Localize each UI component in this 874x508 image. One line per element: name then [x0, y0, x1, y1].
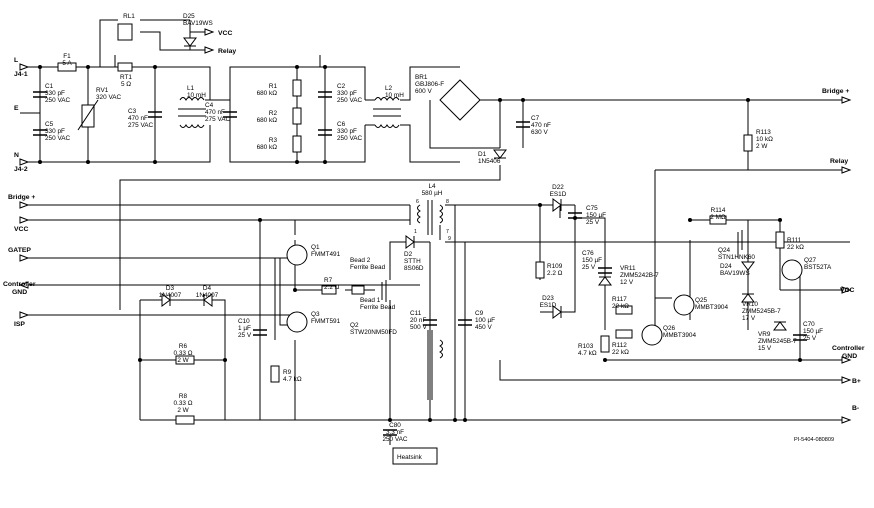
net-ctrl-gnd-right-2: GND	[842, 353, 857, 360]
heatsink-label: Heatsink	[397, 454, 423, 461]
junction-dots	[38, 65, 802, 422]
net-gatep: GATEP	[8, 247, 31, 254]
net-E: E	[14, 105, 19, 112]
net-relay-right: Relay	[830, 158, 848, 165]
net-ctrl-gnd-left-2: GND	[12, 289, 27, 296]
net-bminus: B-	[852, 405, 859, 412]
net-vcc-top: VCC	[218, 30, 232, 37]
component-symbols	[18, 23, 852, 465]
net-bridge-plus-left: Bridge +	[8, 194, 35, 201]
l4-pin-label: 7	[446, 229, 449, 235]
net-bplus: B+	[852, 378, 861, 385]
net-N: N	[14, 152, 19, 159]
net-labels: L J4-1 E N J4-2 VCC Relay Bridge + Relay…	[3, 30, 865, 461]
net-L: L	[14, 57, 18, 64]
net-J42: J4-2	[14, 166, 28, 173]
net-isp: ISP	[14, 321, 25, 328]
net-vcc-left: VCC	[14, 226, 28, 233]
footer-code: PI-5404-080809	[794, 437, 834, 443]
l4-pin-label: 9	[448, 236, 451, 242]
l4-pin-label: 8	[446, 199, 449, 205]
l4-pin-label: 1	[414, 229, 417, 235]
net-ctrl-gnd-right-1: Controller	[832, 345, 865, 352]
net-J41: J4-1	[14, 71, 28, 78]
net-bridge-plus-right: Bridge +	[822, 88, 849, 95]
net-ctrl-gnd-left-1: Controller	[3, 281, 36, 288]
net-vcc-right: VCC	[840, 287, 854, 294]
net-relay-top: Relay	[218, 48, 236, 55]
heatsink-box	[392, 447, 438, 465]
component-label-rl1: RL1	[123, 13, 135, 20]
l4-pin-label: 6	[416, 199, 419, 205]
